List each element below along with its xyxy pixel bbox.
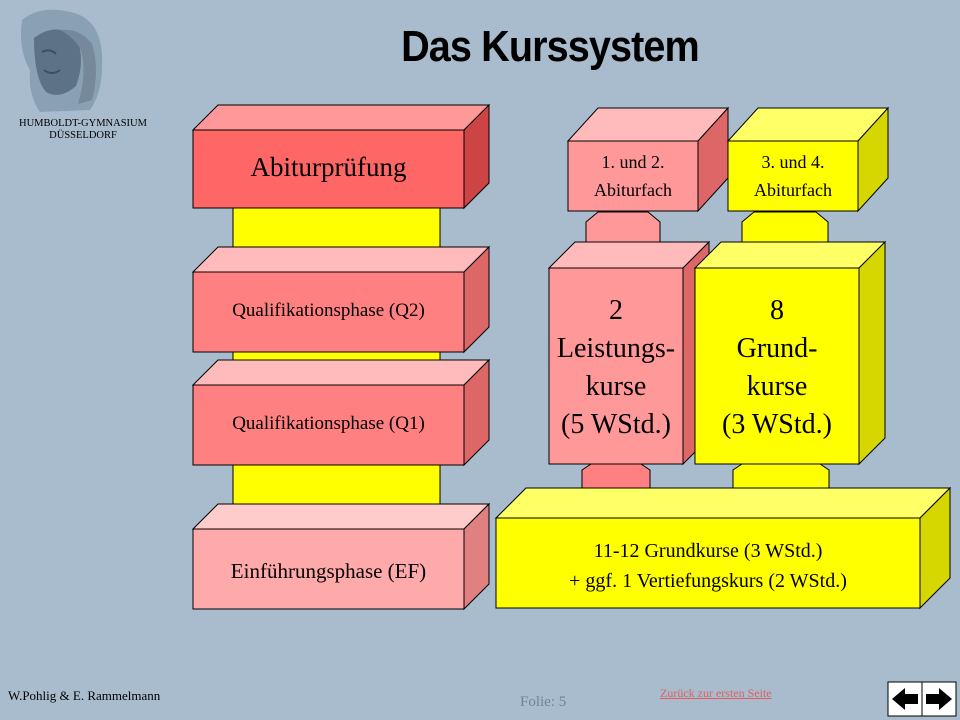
back-arrow-icon[interactable] bbox=[887, 681, 923, 717]
abifach34-box bbox=[726, 106, 890, 213]
forward-arrow-icon[interactable] bbox=[921, 681, 957, 717]
school-name-line1: HUMBOLDT-GYMNASIUM bbox=[19, 118, 147, 129]
abifach12-label: 1. und 2. Abiturfach bbox=[568, 148, 698, 204]
q1-box bbox=[191, 358, 491, 467]
q2-box bbox=[191, 245, 491, 354]
abifach34-label: 3. und 4. Abiturfach bbox=[728, 148, 858, 204]
gk-label: 8 Grund- kurse (3 WStd.) bbox=[695, 292, 859, 444]
abifach12-line2: Abiturfach bbox=[594, 180, 672, 200]
base-line1: 11-12 Grundkurse (3 WStd.) bbox=[593, 540, 823, 562]
abifach12-line1: 1. und 2. bbox=[601, 152, 665, 172]
school-name-line2: DÜSSELDORF bbox=[49, 130, 117, 141]
abifach12-box bbox=[566, 106, 730, 213]
slide-number: Folie: 5 bbox=[520, 694, 567, 710]
abifach34-line2: Abiturfach bbox=[754, 180, 832, 200]
gk-box bbox=[693, 240, 887, 466]
base-box bbox=[494, 486, 952, 610]
ef-box bbox=[191, 502, 491, 611]
slide-title: Das Kurssystem bbox=[401, 22, 700, 71]
abitur-box bbox=[191, 103, 491, 210]
lk-count: 2 bbox=[609, 295, 623, 326]
school-name: HUMBOLDT-GYMNASIUM DÜSSELDORF bbox=[8, 118, 158, 142]
lk-line2: Leistungs- bbox=[556, 333, 676, 364]
abitur-label: Abiturprüfung bbox=[250, 152, 407, 182]
ef-label: Einführungsphase (EF) bbox=[230, 559, 427, 583]
lk-line3: kurse bbox=[585, 371, 647, 402]
humboldt-portrait-logo bbox=[21, 9, 103, 112]
gk-line2: Grund- bbox=[736, 333, 818, 364]
gk-count: 8 bbox=[770, 295, 784, 326]
back-to-first-slide-link[interactable]: Zurück zur ersten Seite bbox=[660, 686, 772, 700]
gk-line3: kurse bbox=[746, 371, 808, 402]
lk-label: 2 Leistungs- kurse (5 WStd.) bbox=[543, 292, 689, 444]
gk-line4: (3 WStd.) bbox=[722, 409, 832, 440]
q2-label: Qualifikationsphase (Q2) bbox=[232, 300, 425, 321]
lk-box bbox=[547, 240, 711, 466]
lk-line4: (5 WStd.) bbox=[561, 409, 671, 440]
q1-label: Qualifikationsphase (Q1) bbox=[232, 413, 425, 434]
base-line2: + ggf. 1 Vertiefungskurs (2 WStd.) bbox=[569, 570, 847, 592]
abifach34-line1: 3. und 4. bbox=[761, 152, 825, 172]
authors: W.Pohlig & E. Rammelmann bbox=[8, 688, 161, 703]
base-label: 11-12 Grundkurse (3 WStd.) + ggf. 1 Vert… bbox=[496, 536, 920, 596]
